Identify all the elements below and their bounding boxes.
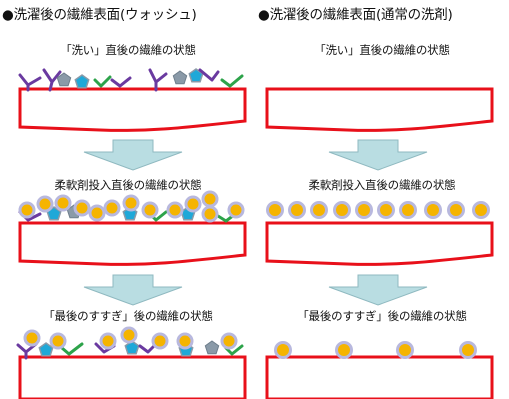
fiber-wash-stage3	[18, 355, 247, 399]
fiber-normal-stage1	[265, 87, 494, 132]
stage-label-wash-after-rinse: 「最後のすすぎ」後の繊維の状態	[43, 309, 213, 323]
arrow-normal-1	[328, 139, 428, 171]
arrow-normal-2	[328, 274, 428, 306]
fiber-normal-stage2	[265, 221, 494, 266]
fiber-normal-stage3	[265, 355, 494, 399]
stage-label-wash-after-softener: 柔軟剤投入直後の繊維の状態	[54, 178, 202, 192]
molecules-wash-stage1	[18, 68, 244, 92]
softener-particles-wash-stage3	[23, 326, 238, 350]
softener-particles-wash-stage2	[18, 190, 245, 223]
arrow-wash-1	[83, 139, 183, 171]
fiber-wash-stage1	[18, 87, 247, 132]
softener-particles-normal-stage2	[266, 201, 490, 219]
stage-label-normal-after-softener: 柔軟剤投入直後の繊維の状態	[308, 178, 456, 192]
stage-label-wash-after-wash: 「洗い」直後の繊維の状態	[60, 43, 196, 57]
fiber-wash-stage2	[18, 221, 247, 266]
column-heading-normal: ●洗濯後の繊維表面(通常の洗剤)	[258, 7, 453, 23]
softener-particles-normal-stage3	[274, 341, 477, 359]
column-heading-wash: ●洗濯後の繊維表面(ウォッシュ)	[2, 7, 197, 23]
stage-label-normal-after-rinse: 「最後のすすぎ」後の繊維の状態	[297, 309, 467, 323]
stage-label-normal-after-wash: 「洗い」直後の繊維の状態	[314, 43, 450, 57]
arrow-wash-2	[83, 274, 183, 306]
